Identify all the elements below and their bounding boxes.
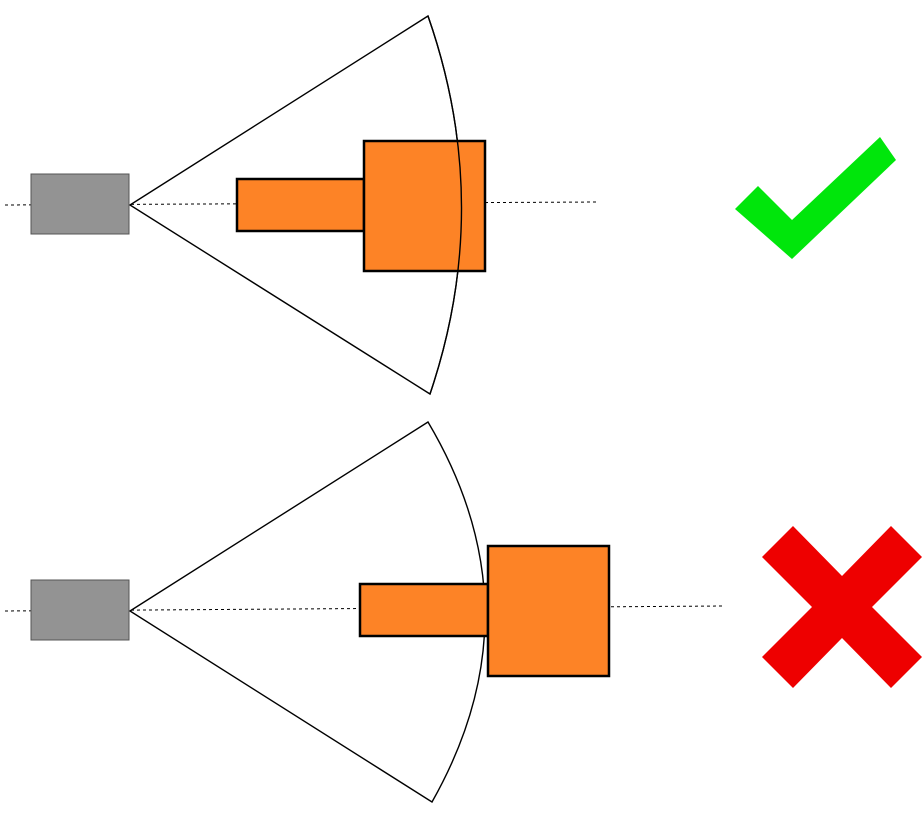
sensor-body [30,579,130,641]
object-block [362,139,487,273]
top-panel [4,14,896,396]
check-icon [735,137,896,259]
object-arm [235,177,366,233]
cross-icon [762,526,922,688]
detection-range-arc [427,15,463,395]
sensor-body [30,173,130,235]
object-block [486,544,611,678]
bottom-panel [4,421,922,803]
object-arm [358,582,490,638]
